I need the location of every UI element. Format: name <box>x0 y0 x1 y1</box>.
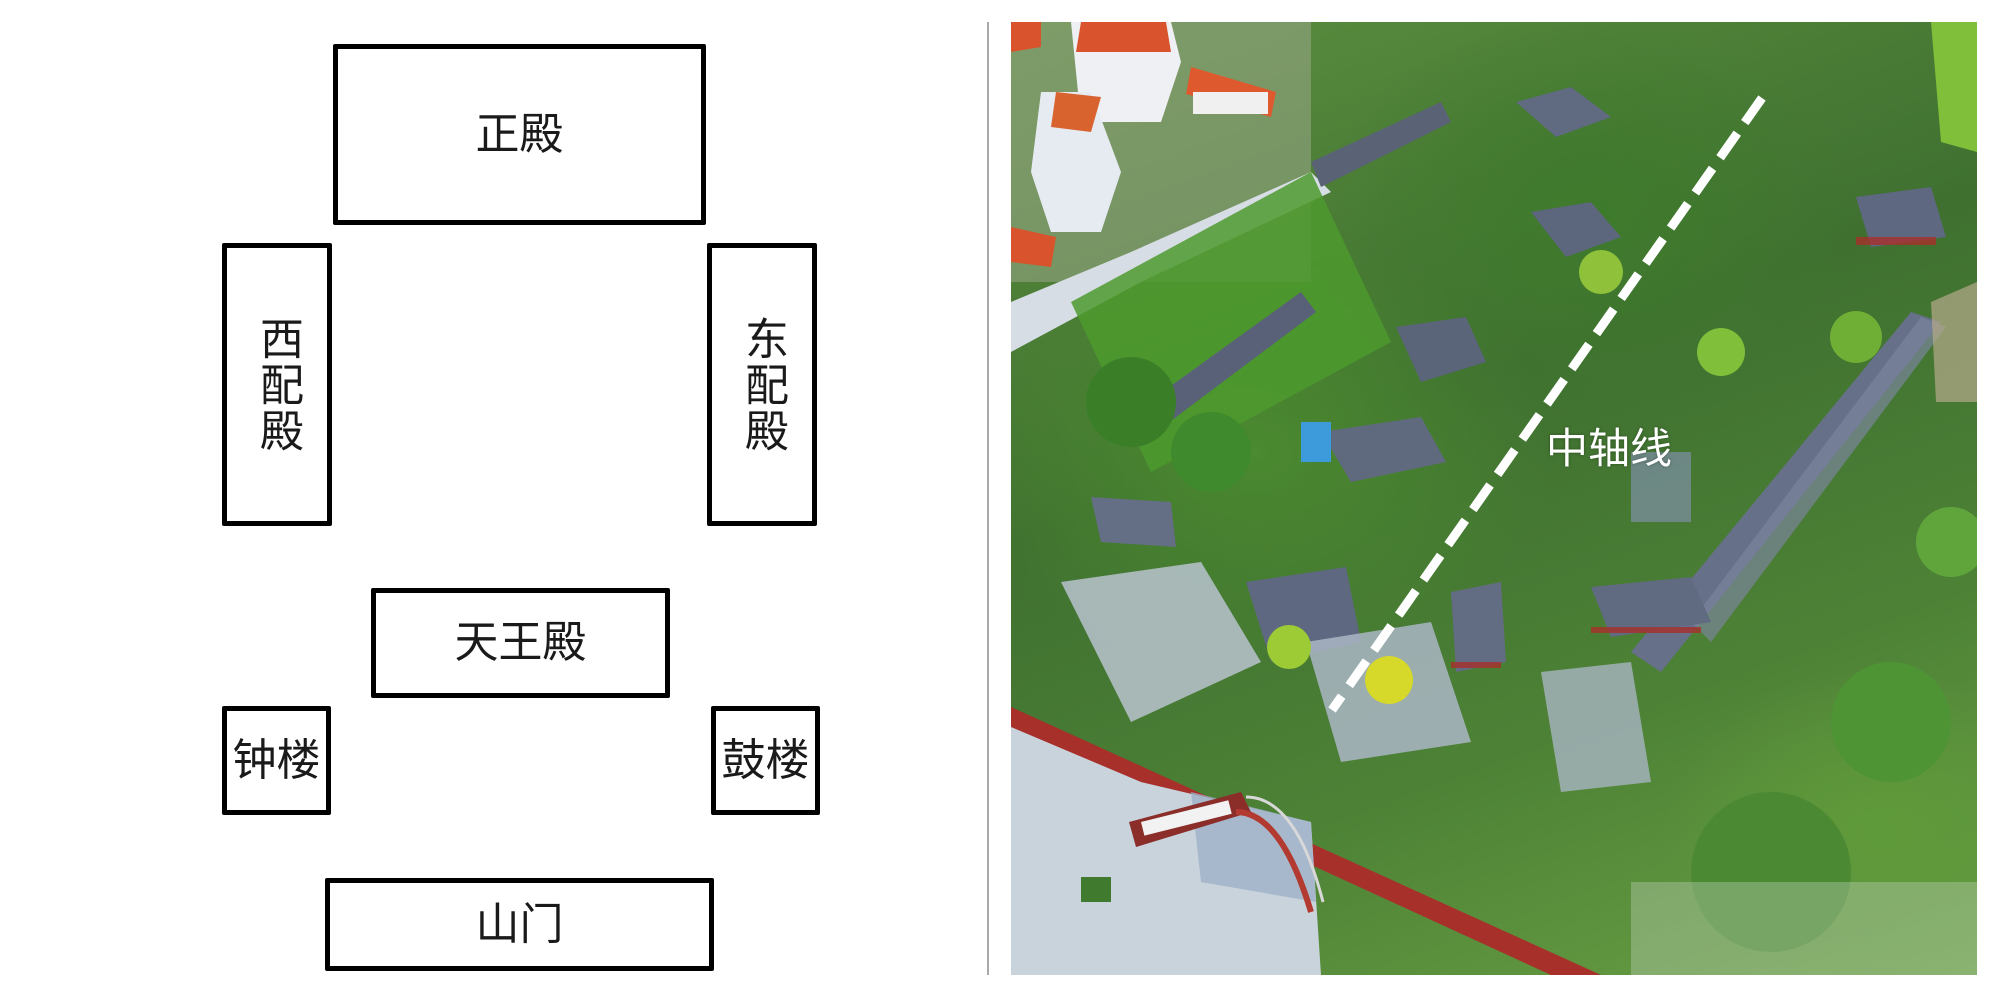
mountain-gate-label: 山门 <box>475 898 564 950</box>
west-side-hall-label: 西配殿 <box>252 315 303 454</box>
east-side-hall-box: 东配殿 <box>707 243 817 526</box>
west-side-hall-box: 西配殿 <box>222 243 332 526</box>
aerial-photo <box>1011 22 1977 975</box>
bell-tower-label: 钟楼 <box>232 734 321 786</box>
drum-tower-box: 鼓楼 <box>711 706 820 815</box>
main-hall-label: 正殿 <box>475 108 564 160</box>
heavenly-kings-hall-box: 天王殿 <box>371 588 670 698</box>
central-axis-line <box>1328 95 1766 713</box>
central-axis-label: 中轴线 <box>1546 424 1673 473</box>
drum-tower-label: 鼓楼 <box>721 734 810 786</box>
divider-line <box>987 22 989 975</box>
main-hall-box: 正殿 <box>333 44 706 225</box>
heavenly-kings-hall-label: 天王殿 <box>454 617 587 668</box>
aerial-photo-illustration <box>1011 22 1977 975</box>
east-side-hall-label: 东配殿 <box>737 315 788 454</box>
mountain-gate-box: 山门 <box>325 878 714 971</box>
bell-tower-box: 钟楼 <box>222 706 331 815</box>
